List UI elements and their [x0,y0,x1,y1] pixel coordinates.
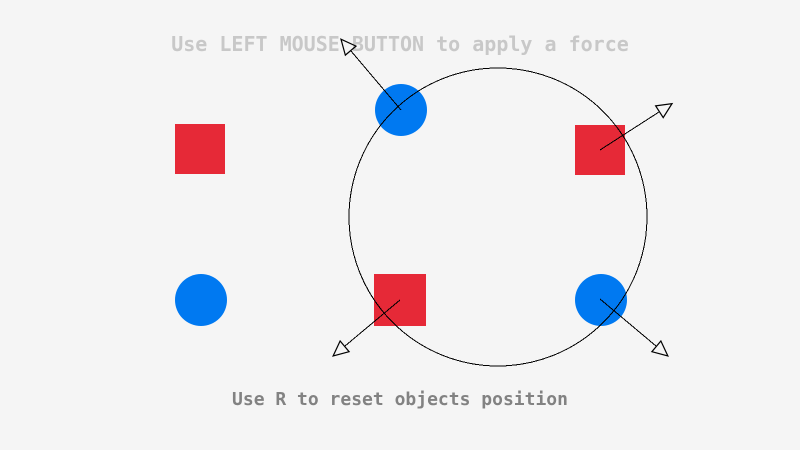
force-arrow-up-left [340,38,402,111]
force-arrow-down-left [332,299,401,357]
instruction-reset: Use R to reset objects position [232,389,568,410]
blue-ball-bottom-left[interactable] [175,274,227,326]
force-arrow-up-right [599,102,674,151]
instruction-apply-force: Use LEFT MOUSE BUTTON to apply a force [171,32,629,56]
red-box-top-left[interactable] [175,124,225,174]
orbit-outline-circle [348,67,648,367]
force-arrow-down-right [599,298,669,357]
